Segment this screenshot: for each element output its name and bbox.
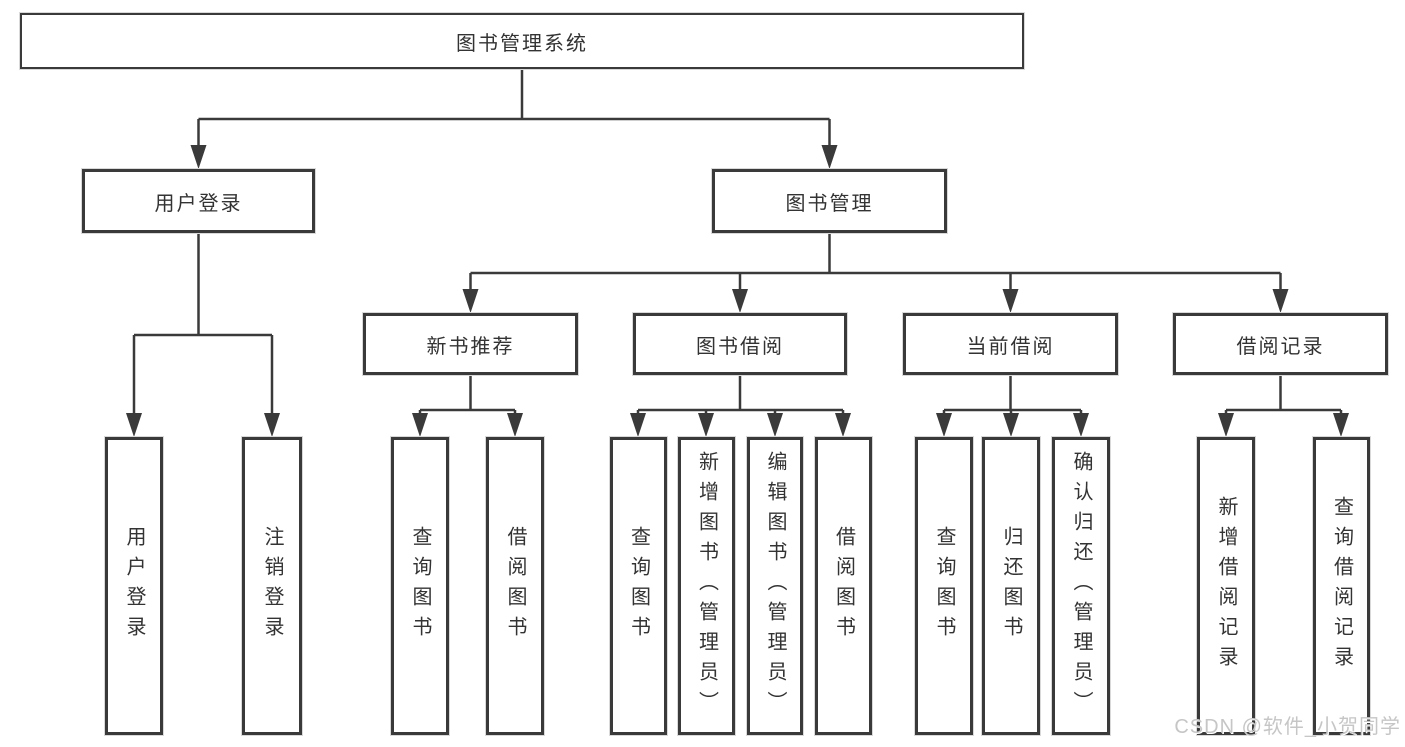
- edges-user-login-children: [132, 233, 274, 415]
- node-label: 编辑图书（管理员）: [764, 451, 786, 721]
- leaf-confirm-return-admin: 确认归还（管理员）: [1052, 437, 1110, 735]
- node-label: 用户登录: [123, 526, 145, 646]
- node-label: 注销登录: [261, 526, 283, 646]
- node-label: 借阅记录: [1236, 335, 1325, 358]
- edges-borrow-records-children: [1224, 375, 1343, 415]
- csdn-watermark: CSDN @软件_小贺同学: [1174, 716, 1401, 738]
- leaf-add-book-admin: 新增图书（管理员）: [678, 437, 735, 735]
- node-label: 用户登录: [154, 192, 243, 215]
- leaf-borrow-book-recommend: 借阅图书: [486, 437, 544, 735]
- node-library-management-system: 图书管理系统: [20, 13, 1024, 69]
- leaf-query-book-recommend: 查询图书: [391, 437, 449, 735]
- node-label: 归还图书: [1000, 526, 1022, 646]
- leaf-query-book-borrow: 查询图书: [610, 437, 667, 735]
- node-label: 查询借阅记录: [1330, 496, 1353, 676]
- node-label: 查询图书: [627, 526, 650, 646]
- node-label: 新增借阅记录: [1215, 496, 1237, 676]
- leaf-edit-book-admin: 编辑图书（管理员）: [747, 437, 803, 735]
- leaf-add-borrow-record: 新增借阅记录: [1197, 437, 1255, 735]
- node-label: 图书借阅: [696, 335, 784, 358]
- node-book-management: 图书管理: [712, 169, 947, 233]
- edges-new-book-rec-children: [418, 375, 517, 415]
- node-book-borrow: 图书借阅: [633, 313, 847, 375]
- edges-current-borrow-children: [942, 375, 1083, 415]
- arrowheads-level3: [462, 289, 1289, 313]
- node-label: 查询图书: [409, 526, 431, 646]
- node-label: 新增图书（管理员）: [695, 451, 718, 721]
- arrowheads-level2: [190, 145, 838, 169]
- node-label: 当前借阅: [966, 335, 1055, 358]
- edges-root-to-level2: [197, 69, 831, 147]
- node-label: 确认归还（管理员）: [1070, 451, 1092, 721]
- leaf-user-login: 用户登录: [105, 437, 163, 735]
- node-label: 借阅图书: [832, 526, 855, 646]
- node-borrow-records: 借阅记录: [1173, 313, 1388, 375]
- leaf-borrow-book: 借阅图书: [815, 437, 872, 735]
- leaf-logout: 注销登录: [242, 437, 302, 735]
- node-label: 借阅图书: [504, 526, 526, 646]
- node-user-login: 用户登录: [82, 169, 315, 233]
- node-current-borrow: 当前借阅: [903, 313, 1118, 375]
- node-label: 图书管理系统: [456, 32, 588, 55]
- node-label: 图书管理: [785, 192, 874, 215]
- node-label: 新书推荐: [426, 335, 515, 358]
- edges-book-borrow-children: [636, 375, 845, 415]
- edges-book-mgmt-to-level3: [469, 233, 1282, 291]
- node-new-book-recommend: 新书推荐: [363, 313, 578, 375]
- leaf-query-book-current: 查询图书: [915, 437, 973, 735]
- node-label: 查询图书: [933, 526, 955, 646]
- arrowheads-leaf-row: [126, 413, 1349, 437]
- leaf-query-borrow-record: 查询借阅记录: [1313, 437, 1370, 735]
- leaf-return-book: 归还图书: [982, 437, 1040, 735]
